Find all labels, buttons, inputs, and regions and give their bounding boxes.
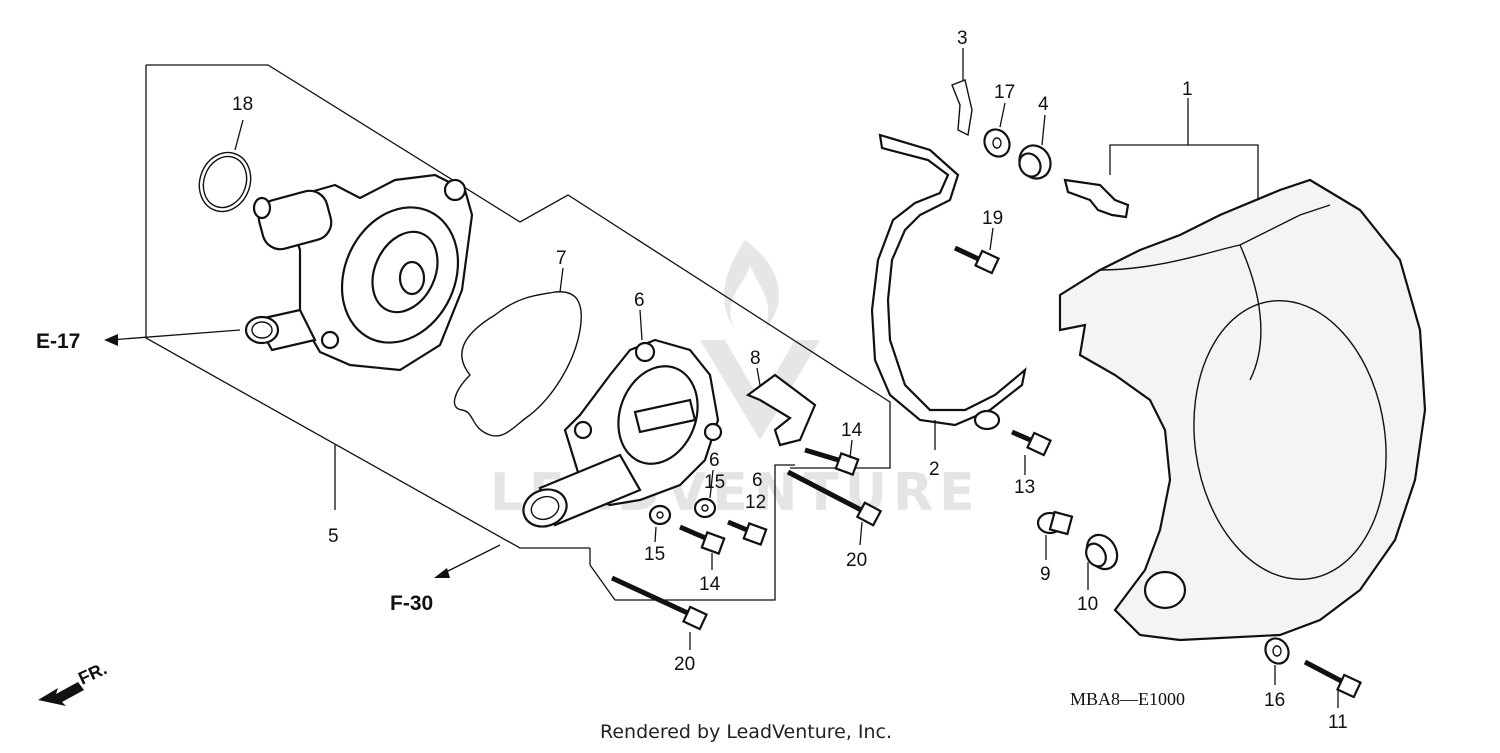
callout-12: 12 (745, 492, 766, 513)
washer-16 (1264, 637, 1290, 665)
callout-15-upper: 15 (704, 472, 725, 493)
bolt-12 (727, 519, 768, 547)
bolt-14-upper (804, 447, 860, 477)
callout-6-bolt: 6 (752, 470, 763, 491)
callout-5: 5 (328, 526, 339, 547)
callout-6-cover: 6 (634, 290, 645, 311)
front-indicator: FR. (38, 658, 110, 706)
grommet-10 (1085, 533, 1119, 571)
bolt-19 (953, 245, 1000, 275)
collar-9 (1036, 510, 1074, 536)
o-ring-18 (198, 151, 252, 213)
bolt-13 (973, 409, 1052, 457)
callout-8: 8 (750, 348, 761, 369)
callout-3: 3 (957, 28, 968, 49)
pump-cover-6 (522, 338, 723, 528)
callout-15-lower: 15 (644, 544, 665, 565)
bracket-2 (870, 133, 1027, 427)
callout-2: 2 (929, 459, 940, 480)
callout-7: 7 (556, 248, 567, 269)
clip-3 (951, 79, 973, 137)
callout-4: 4 (1038, 94, 1049, 115)
clip-plate-8 (745, 373, 817, 447)
front-arrow-icon (38, 682, 84, 706)
callout-19: 19 (982, 208, 1003, 229)
callout-10: 10 (1077, 594, 1098, 615)
gasket-7 (453, 291, 582, 437)
washer-15-lower (648, 504, 672, 526)
bolt-11 (1303, 659, 1362, 699)
callout-17: 17 (994, 82, 1015, 103)
front-label: FR. (75, 658, 110, 688)
bolt-20-left (610, 575, 708, 631)
callout-1: 1 (1182, 79, 1193, 100)
reference-e17-label: E-17 (36, 330, 80, 353)
reference-f30: F-30 (390, 544, 501, 615)
callout-20-right: 20 (846, 550, 867, 571)
callout-16: 16 (1264, 690, 1285, 711)
footer-credit: Rendered by LeadVenture, Inc. (600, 721, 892, 743)
callout-14-upper: 14 (841, 420, 863, 441)
washer-15-upper (693, 497, 717, 519)
callout-6-washer: 6 (709, 450, 720, 471)
callout-9: 9 (1040, 564, 1051, 585)
bolt-14-lower (679, 524, 726, 556)
callout-14-lower: 14 (699, 574, 721, 595)
callout-11: 11 (1328, 712, 1348, 733)
bolt-20-right (786, 469, 883, 527)
water-pump-assembly (244, 173, 474, 372)
cover-1 (1058, 178, 1427, 642)
callout-13: 13 (1014, 477, 1035, 498)
callout-18: 18 (232, 94, 253, 115)
callout-20-left: 20 (674, 654, 695, 675)
stud-bolt-1 (1063, 178, 1130, 219)
diagram-code: MBA8—E1000 (1070, 689, 1185, 709)
assembly-bracket-5 (145, 64, 891, 601)
reference-e17: E-17 (36, 329, 241, 353)
washer-17 (983, 128, 1011, 158)
reference-f30-label: F-30 (390, 592, 433, 615)
